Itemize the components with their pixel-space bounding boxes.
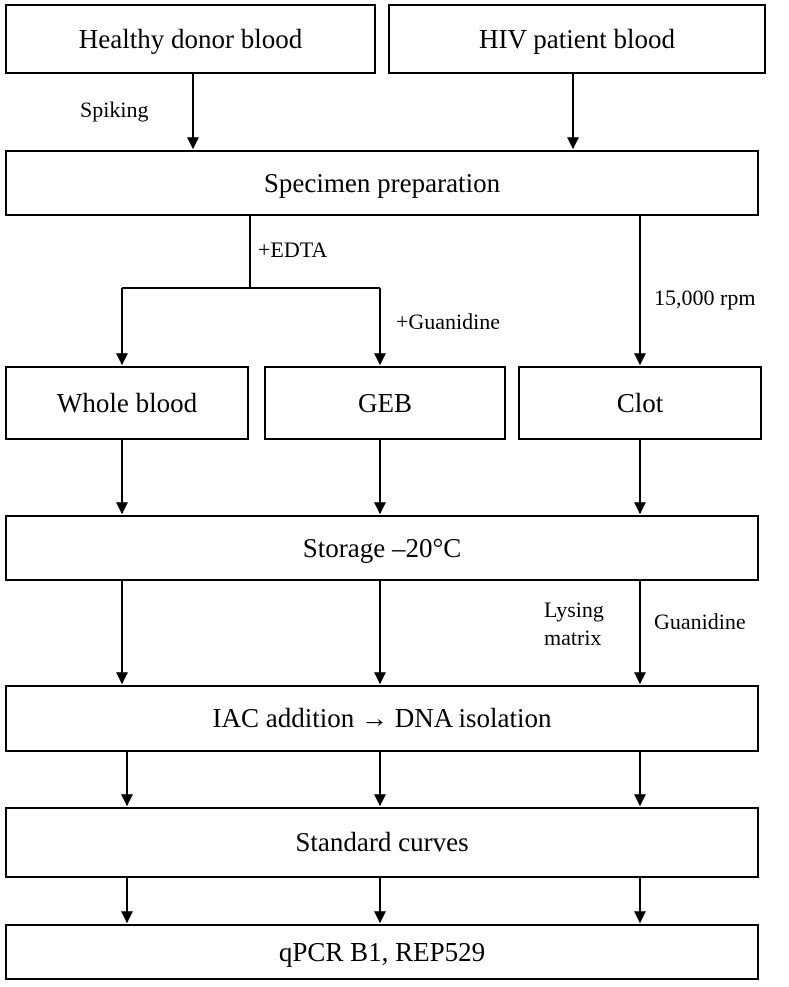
box-specimen-preparation: Specimen preparation: [5, 150, 759, 216]
box-iac-dna-isolation: IAC addition → DNA isolation: [5, 685, 759, 752]
box-standard-curves: Standard curves: [5, 807, 759, 878]
label-edta: +EDTA: [258, 237, 328, 262]
box-geb: GEB: [264, 366, 506, 440]
label-guanidine: Guanidine: [654, 609, 746, 634]
label-spiking: Spiking: [80, 97, 149, 122]
label-lysing-matrix: Lysing matrix: [544, 597, 604, 650]
box-qpcr: qPCR B1, REP529: [5, 924, 759, 980]
label-rpm: 15,000 rpm: [654, 285, 756, 310]
box-healthy-donor-blood: Healthy donor blood: [5, 4, 376, 74]
label-guanidine-add: +Guanidine: [396, 309, 501, 334]
box-storage: Storage –20°C: [5, 515, 759, 581]
box-clot: Clot: [518, 366, 762, 440]
box-whole-blood: Whole blood: [5, 366, 249, 440]
box-hiv-patient-blood: HIV patient blood: [388, 4, 766, 74]
